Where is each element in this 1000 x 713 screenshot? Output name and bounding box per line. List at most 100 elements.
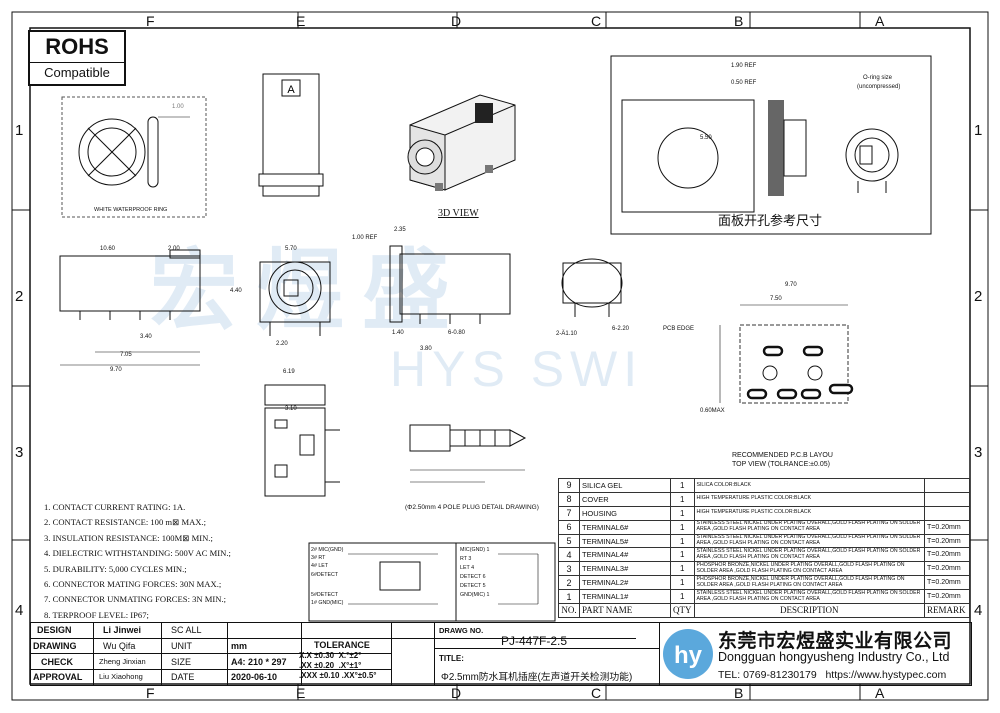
dim-220: 2.20: [276, 341, 288, 347]
bom-header-desc: DESCRIPTION: [693, 603, 925, 618]
dim-705: 7.05: [120, 352, 132, 358]
dim-200: 2.00: [168, 246, 180, 252]
company-url[interactable]: https://www.hystypec.com: [825, 669, 947, 681]
dim-235: 2.35: [394, 227, 406, 233]
bom-cell-no: 8: [558, 491, 580, 507]
dim-190ref: 1.90 REF: [731, 63, 757, 69]
bom-cell-no: 3: [558, 561, 580, 577]
dim-550: 5.50: [700, 135, 712, 141]
zone-top-e: E: [296, 13, 306, 29]
bom-cell-desc: STAINLESS STEEL NICKEL UNDER PLATING OVE…: [693, 519, 925, 535]
dim-310: 3.10: [285, 406, 297, 412]
waterproof-ring-view: [61, 96, 207, 218]
pcb-layout-subtitle: TOP VIEW (TOLRANCE:±0.05): [732, 461, 830, 468]
panel-cutout-view: [610, 55, 932, 235]
pcb-layout-title: RECOMMENDED P.C.B LAYOU: [732, 452, 833, 459]
unit-label: UNIT: [171, 641, 192, 651]
rohs-subtitle: Compatible: [44, 65, 110, 80]
bom-cell-qty: 1: [670, 575, 695, 591]
pcb-edge-label: PCB EDGE: [663, 326, 695, 332]
approval-name: Liu Xiaohong: [99, 672, 143, 681]
dim-970: 9.70: [110, 367, 122, 373]
note-3: 3. INSULATION RESISTANCE: 100M⊠ MIN.;: [44, 532, 213, 543]
bom-cell-desc: STAINLESS STEEL NICKEL UNDER PLATING OVE…: [693, 589, 925, 605]
drawing-name: Wu Qifa: [103, 641, 136, 651]
drawg-no-label: DRAWG NO.: [439, 626, 484, 635]
bom-cell-remark: T=0.20mm: [924, 533, 970, 549]
zone-left-4: 4: [15, 602, 24, 619]
company-contact: TEL: 0769-81230179 https://www.hystypec.…: [718, 669, 946, 681]
bom-cell-desc: PHOSPHOR BRONZE,NICKEL UNDER PLATING OVE…: [693, 561, 925, 577]
bom-header-qty: QTY: [670, 603, 695, 618]
title-value: Φ2.5mm防水耳机插座(左声道开关检测功能): [441, 672, 633, 683]
bom-cell-no: 5: [558, 533, 580, 549]
dim-1060: 10.60: [100, 246, 116, 252]
dim-970-pcb: 9.70: [785, 282, 797, 288]
note-6: 6. CONNECTOR MATING FORCES: 30N MAX.;: [44, 579, 222, 590]
bom-cell-qty: 1: [670, 478, 695, 493]
dim-440: 4.40: [230, 288, 242, 294]
zone-bottom-f: F: [146, 685, 155, 701]
zone-top-d: D: [451, 13, 462, 29]
bom-header-remark: REMARK: [924, 603, 970, 618]
note-5: 5. DURABILITY: 5,000 CYCLES MIN.;: [44, 563, 187, 574]
bom-cell-part: TERMINAL4#: [579, 547, 671, 563]
dim-750: 7.50: [770, 296, 782, 302]
wiring-schematic: [308, 542, 556, 622]
company-name-cn: 东莞市宏煜盛实业有限公司: [718, 631, 953, 652]
tolerance-label: TOLERANCE: [314, 640, 370, 650]
zone-bottom-a: A: [875, 685, 885, 701]
company-name-en: Dongguan hongyusheng Industry Co., Ltd: [718, 650, 950, 664]
plug-detail-label: (Φ2.50mm 4 POLE PLUG DETAIL DRAWING): [405, 504, 539, 511]
note-8: 8. TERPROOF LEVEL: IP67;: [44, 609, 149, 620]
design-label: DESIGN: [37, 625, 72, 635]
bom-cell-part: TERMINAL3#: [579, 561, 671, 577]
oring-size-2: (uncompressed): [857, 84, 901, 90]
watermark-en: HYS SWI: [390, 341, 644, 397]
housing-front-view: A: [258, 73, 324, 197]
title-block: DESIGN Li Jinwei SC ALL DRAWING Wu Qifa …: [30, 622, 972, 686]
bom-cell-part: TERMINAL5#: [579, 533, 671, 549]
size-value: A4: 210 * 297: [231, 657, 287, 667]
zone-right-1: 1: [974, 122, 983, 139]
unit-value: mm: [231, 641, 248, 651]
dim-2110: 2-Ä1.10: [556, 331, 578, 337]
bom-cell-remark: T=0.20mm: [924, 589, 970, 605]
bom-header-no: NO.: [558, 603, 580, 618]
section-view: [389, 245, 511, 324]
bom-cell-desc: STAINLESS STEEL NICKEL UNDER PLATING OVE…: [693, 533, 925, 549]
note-1: 1. CONTACT CURRENT RATING: 1A.: [44, 502, 186, 512]
drawing-label: DRAWING: [33, 641, 77, 651]
bom-cell-part: COVER: [579, 491, 671, 507]
svg-text:hy: hy: [674, 642, 703, 669]
spec-notes: 1. CONTACT CURRENT RATING: 1A. 2. CONTAC…: [44, 500, 231, 623]
bom-cell-remark: T=0.20mm: [924, 547, 970, 563]
bom-cell-part: HOUSING: [579, 505, 671, 521]
dim-570: 5.70: [285, 246, 297, 252]
bom-cell-desc: HIGH TEMPERATURE PLASTIC COLOR:BLACK: [693, 505, 925, 521]
bom-cell-remark: [924, 491, 970, 507]
bom-cell-qty: 1: [670, 561, 695, 577]
bom-cell-remark: T=0.20mm: [924, 561, 970, 577]
plug-detail-view: [409, 424, 527, 483]
dim-619: 6.19: [283, 369, 295, 375]
zone-top-f: F: [146, 13, 155, 29]
oring-size-1: O-ring size: [863, 75, 893, 81]
view-3d-label: 3D VIEW: [438, 208, 479, 219]
rohs-title: ROHS: [30, 32, 124, 63]
bom-cell-desc: STAINLESS STEEL NICKEL UNDER PLATING OVE…: [693, 547, 925, 563]
bom-cell-no: 7: [558, 505, 580, 521]
size-label: SIZE: [171, 657, 192, 667]
zone-bottom-e: E: [296, 685, 306, 701]
bom-cell-desc: PHOSPHOR BRONZE,NICKEL UNDER PLATING OVE…: [693, 575, 925, 591]
note-7: 7. CONNECTOR UNMATING FORCES: 3N MIN.;: [44, 594, 226, 605]
